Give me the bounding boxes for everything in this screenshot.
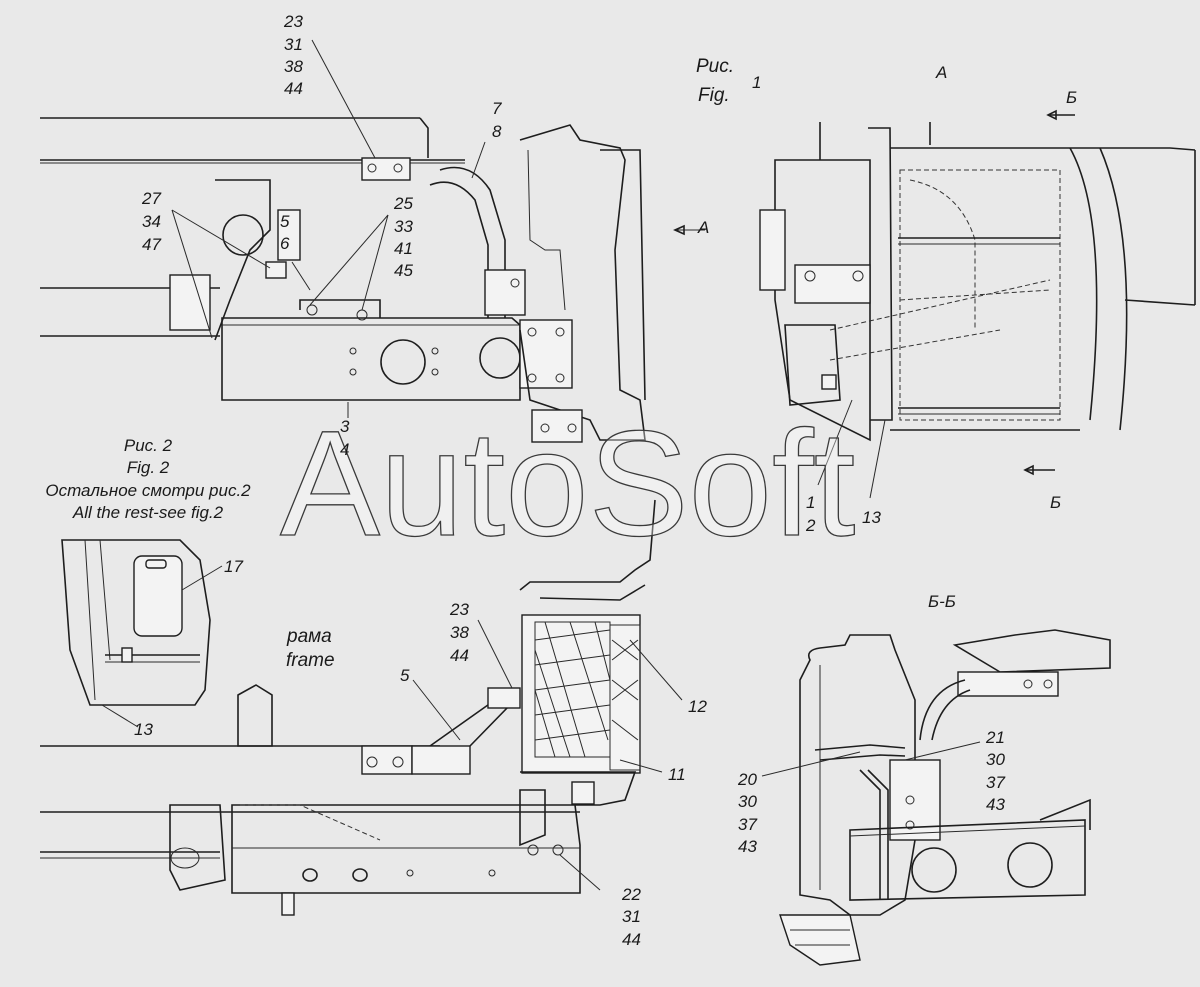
frame-label-en: frame [286, 650, 335, 671]
callout-17: 17 [224, 557, 243, 576]
callout-number: 31 [284, 35, 303, 54]
lower-frame-view [40, 499, 656, 916]
callout-number: 21 [985, 728, 1005, 747]
section-bb [779, 629, 1111, 966]
callout-27-34-47: 27 34 47 [141, 189, 161, 254]
rest-note-en: All the rest-see fig.2 [72, 503, 224, 522]
callout-number: 37 [986, 773, 1005, 792]
callout-number: 23 [283, 12, 303, 31]
callout-number: 38 [284, 57, 303, 76]
callout-number: 31 [622, 907, 641, 926]
watermark-text: AutoSoft [280, 399, 855, 567]
callout-number: 1 [806, 493, 815, 512]
callout-number: 4 [340, 440, 349, 459]
callout-number: 27 [141, 189, 161, 208]
callout-5-6: 5 6 [280, 212, 290, 253]
fig1-caption-ru: Рис. [696, 56, 734, 77]
callout-number: 34 [142, 212, 161, 231]
callout-number: 38 [450, 623, 469, 642]
callout-number: 7 [492, 99, 502, 118]
fig2-caption-en: Fig. 2 [127, 458, 170, 477]
view-a-title: А [935, 63, 947, 82]
callout-number: 8 [492, 122, 502, 141]
callout-20-30-37-43: 20 30 37 43 [737, 770, 757, 856]
callout-number: 30 [738, 792, 757, 811]
callout-number: 33 [394, 217, 413, 236]
callout-number: 6 [280, 234, 290, 253]
callout-number: 44 [622, 930, 641, 949]
fig2-caption-ru: Рис. 2 [124, 436, 173, 455]
callout-12: 12 [688, 697, 707, 716]
callout-number: 43 [986, 795, 1005, 814]
callout-23-38-44: 23 38 44 [449, 600, 469, 665]
callout-number: 37 [738, 815, 757, 834]
callout-number: 22 [621, 885, 641, 904]
callout-7-8: 7 8 [492, 99, 502, 141]
callout-number: 23 [449, 600, 469, 619]
callout-25-33-41-45: 25 33 41 45 [393, 194, 413, 280]
callout-number: 44 [284, 79, 303, 98]
section-marker-bottom: Б [1050, 493, 1061, 512]
fig1-caption-en: Fig. [698, 85, 730, 106]
callout-22-31-44: 22 31 44 [621, 885, 641, 949]
callout-13-view-a: 13 [862, 508, 881, 527]
view-a-arrow-label: А [697, 218, 709, 237]
callout-number: 2 [805, 516, 816, 535]
callout-number: 45 [394, 261, 413, 280]
callout-3-4: 3 4 [340, 417, 350, 459]
callout-number: 20 [737, 770, 757, 789]
callout-number: 43 [738, 837, 757, 856]
callout-number: 25 [393, 194, 413, 213]
callout-number: 3 [340, 417, 350, 436]
callout-number: 30 [986, 750, 1005, 769]
callout-5-lower: 5 [400, 666, 410, 685]
callout-number: 41 [394, 239, 413, 258]
callout-11: 11 [668, 765, 686, 784]
fig2-inset [61, 539, 211, 706]
callout-13-fig2: 13 [134, 720, 153, 739]
section-marker-top: Б [1066, 88, 1077, 107]
leader-lines [101, 39, 981, 891]
fig1-side-view [40, 117, 646, 443]
fig1-number: 1 [752, 73, 761, 92]
callout-21-30-37-43: 21 30 37 43 [985, 728, 1005, 814]
callout-23-31-38-44: 23 31 38 44 [283, 12, 303, 98]
callout-number: 47 [142, 235, 161, 254]
callout-number: 44 [450, 646, 469, 665]
frame-label-ru: рама [286, 626, 332, 647]
callout-1-2: 1 2 [805, 493, 816, 535]
section-bb-title: Б-Б [928, 592, 956, 611]
view-a [759, 109, 1196, 476]
rest-note-ru: Остальное смотри рис.2 [45, 481, 251, 500]
callout-number: 5 [280, 212, 290, 231]
